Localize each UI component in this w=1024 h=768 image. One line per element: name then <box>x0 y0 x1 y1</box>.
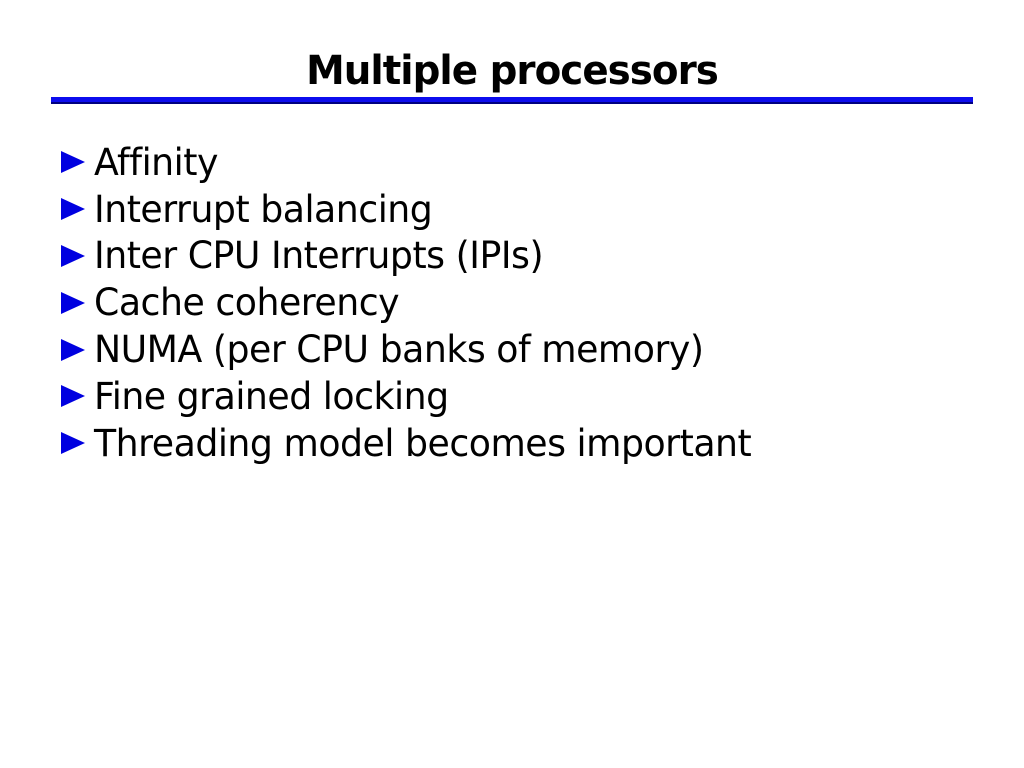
slide-title: Multiple processors <box>306 48 719 94</box>
bullet-item: Affinity <box>61 139 765 186</box>
bullet-item-label: Interrupt balancing <box>94 187 433 231</box>
bullet-triangle-icon <box>61 198 85 221</box>
bullet-item: Interrupt balancing <box>61 186 765 233</box>
bullet-triangle-icon <box>61 338 85 361</box>
bullet-item: Inter CPU Interrupts (IPIs) <box>61 233 765 280</box>
title-underline-rule <box>51 97 973 104</box>
bullet-item-label: Inter CPU Interrupts (IPIs) <box>94 234 544 278</box>
bullet-item-label: Fine grained locking <box>94 374 449 418</box>
bullet-triangle-icon <box>61 432 85 455</box>
bullet-triangle-icon <box>61 385 85 408</box>
bullet-triangle-icon <box>61 291 85 314</box>
bullet-item-label: Affinity <box>94 140 218 184</box>
bullet-item-label: NUMA (per CPU banks of memory) <box>94 328 704 372</box>
bullet-item: Fine grained locking <box>61 373 765 420</box>
bullet-item: Cache coherency <box>61 279 765 326</box>
bullet-triangle-icon <box>61 151 85 174</box>
bullet-item: Threading model becomes important <box>61 420 765 467</box>
bullet-item: NUMA (per CPU banks of memory) <box>61 326 765 373</box>
bullet-item-label: Threading model becomes important <box>94 421 752 465</box>
bullet-triangle-icon <box>61 244 85 267</box>
bullet-item-label: Cache coherency <box>94 281 400 325</box>
